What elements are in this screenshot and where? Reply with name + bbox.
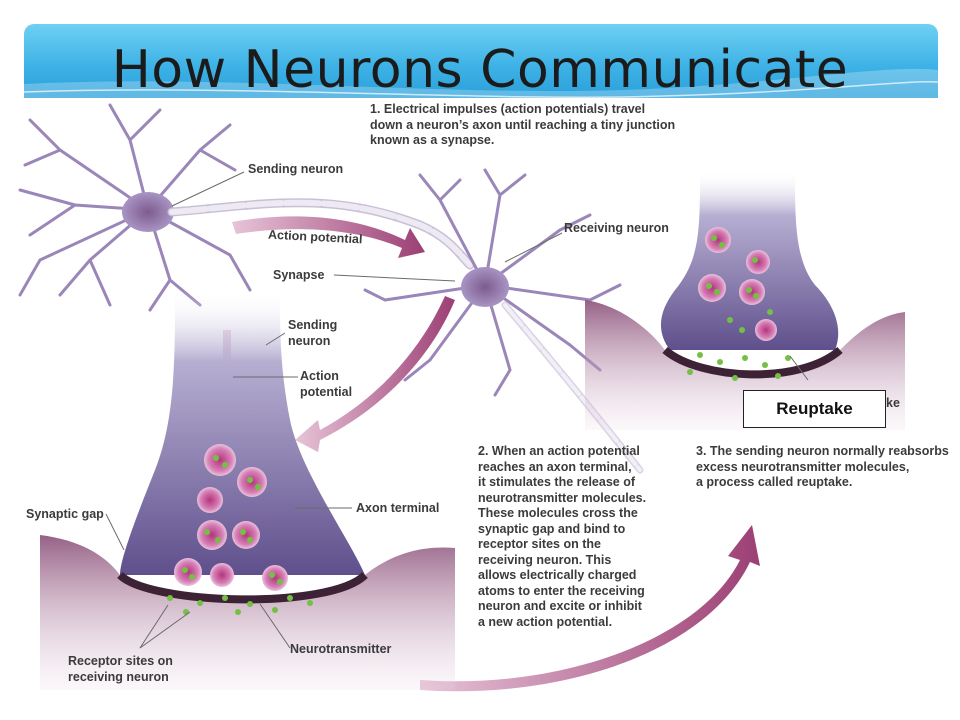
label-axon-terminal: Axon terminal bbox=[356, 501, 440, 515]
step-2-line: neuron and excite or inhibit bbox=[478, 599, 642, 613]
label-receptor-sites-1: Receptor sites on bbox=[68, 654, 173, 668]
step-2-line: a new action potential. bbox=[478, 614, 613, 629]
label-reuptake-tail: ke bbox=[886, 396, 900, 410]
axon-terminal-illustration bbox=[40, 290, 455, 690]
label-receptor-sites-2: receiving neuron bbox=[68, 670, 169, 684]
action-potential-arrow-top bbox=[232, 216, 425, 258]
step-2-line: neurotransmitter molecules. bbox=[478, 490, 647, 505]
curved-arrow-to-terminal bbox=[295, 296, 455, 452]
step-2-line: reaches an axon terminal, bbox=[478, 459, 632, 474]
step-1-line: down a neuron’s axon until reaching a ti… bbox=[370, 117, 676, 132]
step-2-line: synaptic gap and bind to bbox=[478, 521, 626, 536]
step-3-line: 3. The sending neuron normally reabsorbs bbox=[696, 444, 949, 458]
step-3-line: excess neurotransmitter molecules, bbox=[696, 459, 910, 474]
title-banner bbox=[24, 24, 938, 98]
step-2-line: 2. When an action potential bbox=[478, 444, 640, 458]
label-synapse: Synapse bbox=[273, 268, 325, 282]
step-2-text: 2. When an action potential reaches an a… bbox=[478, 444, 646, 630]
label-action-potential-lower-1: Action bbox=[300, 369, 339, 383]
neurotransmitter-molecules-lower bbox=[167, 455, 313, 615]
label-receiving-neuron: Receiving neuron bbox=[564, 221, 669, 235]
step-3-text: 3. The sending neuron normally reabsorbs… bbox=[696, 444, 949, 491]
label-sending-neuron-lower-1: Sending bbox=[288, 318, 338, 332]
reuptake-label-box: Reuptake bbox=[743, 390, 886, 428]
step-2-line: atoms to enter the receiving bbox=[478, 583, 645, 598]
step-2-line: These molecules cross the bbox=[478, 506, 638, 520]
step-2-line: allows electrically charged bbox=[478, 568, 637, 582]
sending-neuron-illustration bbox=[18, 103, 252, 312]
axon-illustration bbox=[167, 198, 475, 270]
step-2-line: receiving neuron. This bbox=[478, 552, 612, 567]
label-action-potential-lower-2: potential bbox=[300, 385, 353, 399]
label-synaptic-gap: Synaptic gap bbox=[26, 507, 104, 521]
slide-title: How Neurons Communicate bbox=[111, 40, 849, 100]
vesicles-reuptake bbox=[698, 227, 777, 341]
step-1-line: 1. Electrical impulses (action potential… bbox=[370, 102, 646, 116]
banner-wave-decoration bbox=[24, 68, 938, 98]
step-2-line: it stimulates the release of bbox=[478, 475, 636, 489]
step-1-line: known as a synapse. bbox=[370, 133, 495, 147]
step-3-line: a process called reuptake. bbox=[696, 475, 853, 489]
label-neurotransmitter: Neurotransmitter bbox=[290, 642, 392, 656]
neurotransmitter-molecules-reuptake bbox=[687, 235, 791, 381]
label-sending-neuron-top: Sending neuron bbox=[248, 162, 344, 176]
step-2-line: receptor sites on the bbox=[478, 537, 601, 551]
vesicles-lower bbox=[174, 444, 288, 591]
step-1-text: 1. Electrical impulses (action potential… bbox=[370, 102, 675, 149]
label-leader-lines bbox=[105, 171, 809, 649]
label-sending-neuron-lower-2: neuron bbox=[288, 334, 331, 348]
